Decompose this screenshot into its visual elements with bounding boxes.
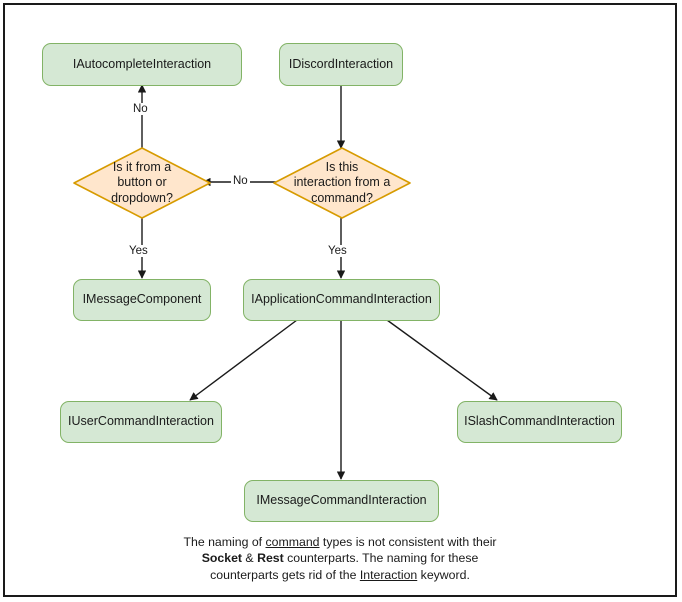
node-is-interaction-from-command[interactable]: Is this interaction from a command? bbox=[272, 146, 412, 220]
node-label: IApplicationCommandInteraction bbox=[251, 292, 432, 307]
caption-bold-rest: Rest bbox=[257, 551, 284, 566]
edge-app-command-to-user-command bbox=[189, 319, 298, 401]
node-label: IAutocompleteInteraction bbox=[72, 56, 212, 71]
node-slash-command-interaction[interactable]: ISlashCommandInteraction bbox=[457, 401, 622, 443]
caption-line-3: counterparts gets rid of the Interaction… bbox=[5, 567, 675, 583]
node-message-command-interaction[interactable]: IMessageCommandInteraction bbox=[244, 480, 439, 522]
diamond-shape bbox=[273, 147, 411, 219]
node-discord-interaction[interactable]: IDiscordInteraction bbox=[279, 43, 403, 86]
caption-text: counterparts gets rid of the bbox=[210, 567, 360, 582]
node-label: Is it from a button or dropdown? bbox=[111, 160, 173, 205]
edge-label-no-up: No bbox=[131, 103, 150, 115]
node-autocomplete-interaction[interactable]: IAutocompleteInteraction bbox=[42, 43, 242, 86]
caption-text: types is not consistent with their bbox=[319, 535, 497, 549]
edge-label-no-left: No bbox=[231, 175, 250, 187]
caption-text: & bbox=[242, 551, 258, 566]
caption-line-2: Socket & Rest counterparts. The naming f… bbox=[5, 550, 675, 566]
node-label: IMessageComponent bbox=[82, 292, 202, 307]
caption-text: counterparts. The naming for these bbox=[283, 551, 479, 566]
caption-underlined-interaction: Interaction bbox=[359, 567, 418, 582]
diagram-canvas: IAutocompleteInteraction IDiscordInterac… bbox=[3, 3, 677, 597]
caption-underlined-command: command bbox=[265, 535, 320, 549]
edge-label-yes-right: Yes bbox=[326, 245, 349, 257]
diagram-stage: IAutocompleteInteraction IDiscordInterac… bbox=[5, 5, 675, 595]
node-application-command-interaction[interactable]: IApplicationCommandInteraction bbox=[243, 279, 440, 321]
node-user-command-interaction[interactable]: IUserCommandInteraction bbox=[60, 401, 222, 443]
node-label: Is this interaction from a command? bbox=[293, 160, 391, 205]
edge-app-command-to-slash-command bbox=[386, 319, 498, 401]
diamond-shape bbox=[73, 147, 211, 219]
node-message-component[interactable]: IMessageComponent bbox=[73, 279, 211, 321]
node-label: ISlashCommandInteraction bbox=[464, 414, 615, 429]
caption-bold-socket: Socket bbox=[201, 551, 243, 566]
caption-line-1: The naming of command types is not consi… bbox=[5, 534, 675, 550]
node-label: IUserCommandInteraction bbox=[68, 414, 214, 429]
diagram-caption: The naming of command types is not consi… bbox=[5, 534, 675, 583]
caption-text: keyword. bbox=[417, 567, 470, 582]
node-is-it-from-button-or-dropdown[interactable]: Is it from a button or dropdown? bbox=[72, 146, 212, 220]
node-label: IMessageCommandInteraction bbox=[256, 493, 427, 508]
caption-text: The naming of bbox=[183, 535, 266, 549]
node-label: IDiscordInteraction bbox=[288, 56, 394, 71]
edge-label-yes-left: Yes bbox=[127, 245, 150, 257]
